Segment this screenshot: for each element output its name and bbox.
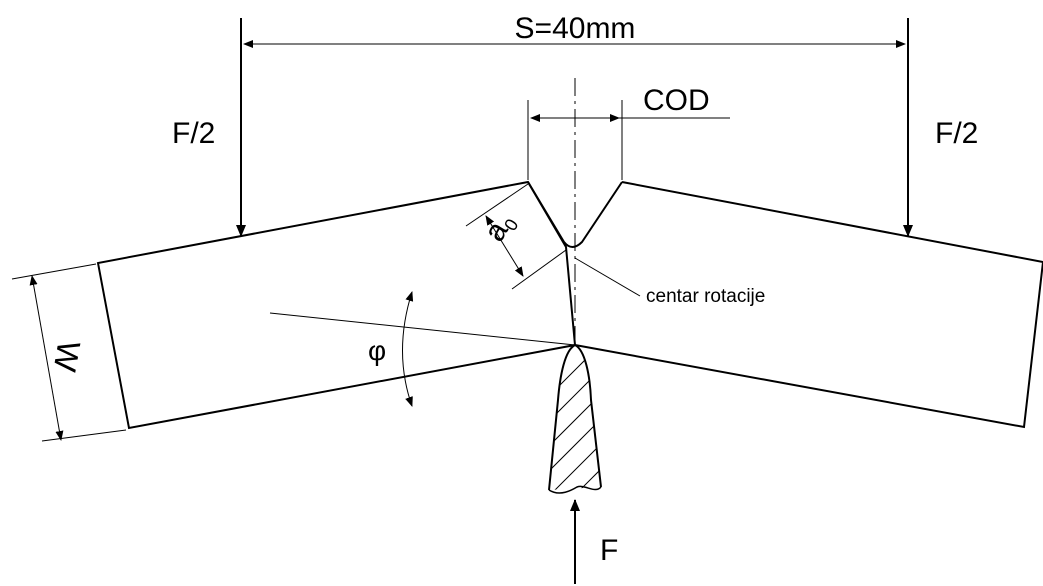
angle-label: φ [368, 335, 386, 366]
cod-label: COD [643, 84, 710, 117]
force-label: F [600, 534, 618, 567]
loading-rod [548, 344, 602, 494]
angle-arc [402, 291, 414, 407]
angle-reference-line [269, 312, 576, 346]
notch [527, 181, 623, 248]
span-label: S=40mm [515, 12, 636, 45]
notch-depth-extension-bottom [511, 249, 567, 290]
width-label: W [46, 338, 87, 375]
specimen-right-half [574, 181, 1043, 429]
rotation-center-label: centar rotacije [646, 286, 765, 307]
width-extension-bottom [41, 429, 127, 442]
load-label-left: F/2 [172, 117, 215, 150]
notch-depth-extension-top [465, 183, 529, 227]
load-label-right: F/2 [935, 117, 978, 150]
notch-depth-dimension-line [485, 215, 524, 277]
width-extension-top [11, 263, 97, 280]
width-dimension-line [29, 275, 64, 441]
rotation-center-leader [574, 257, 641, 297]
